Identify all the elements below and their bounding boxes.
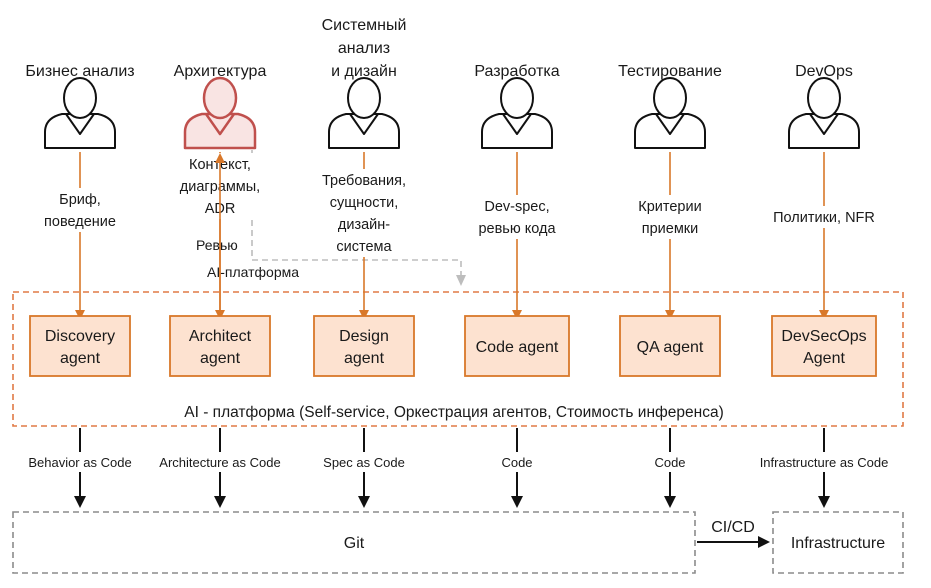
person-icon bbox=[44, 77, 116, 149]
person-icon bbox=[788, 77, 860, 149]
agent-label-line: QA agent bbox=[637, 339, 704, 356]
agent-label-line: agent bbox=[344, 350, 385, 367]
output-label: Code bbox=[501, 455, 532, 470]
agent-label: Architect agent bbox=[189, 328, 252, 367]
input-label-line: Критерии bbox=[638, 199, 701, 215]
agent-box: Design agent bbox=[313, 315, 415, 377]
input-label-line: система bbox=[336, 239, 392, 255]
role-label-line: Разработка bbox=[474, 63, 559, 80]
agent-label: Discovery agent bbox=[45, 328, 115, 367]
ai-platform-container bbox=[12, 291, 904, 427]
agent-label-line: agent bbox=[60, 350, 101, 367]
role-label-line: Архитектура bbox=[174, 63, 267, 80]
role-label-line: Системный bbox=[322, 17, 407, 34]
input-label: Бриф, поведение bbox=[44, 192, 116, 230]
output-label-bg bbox=[498, 452, 536, 472]
output-label-bg bbox=[651, 452, 689, 472]
role-label: Бизнес анализ bbox=[25, 63, 134, 80]
agent-rect bbox=[464, 315, 570, 377]
agent-label-line: Code agent bbox=[476, 339, 559, 356]
input-label: Критерии приемки bbox=[638, 199, 701, 237]
person-icon bbox=[328, 77, 400, 149]
output-label-bg bbox=[18, 452, 142, 472]
role-label: Тестирование bbox=[618, 63, 722, 80]
output-label: Spec as Code bbox=[323, 455, 405, 470]
agent-box: Discovery agent bbox=[29, 315, 131, 377]
input-label-line: Бриф, bbox=[59, 192, 101, 208]
agent-rect bbox=[771, 315, 877, 377]
person-icon bbox=[183, 76, 257, 150]
output-label-bg bbox=[740, 452, 908, 472]
agent-label-line: agent bbox=[200, 350, 241, 367]
input-label: Политики, NFR bbox=[773, 210, 875, 226]
cicd-label: CI/CD bbox=[711, 519, 755, 536]
input-label-line: дизайн- bbox=[338, 217, 390, 233]
input-label-line: приемки bbox=[642, 221, 699, 237]
agent-label-line: Agent bbox=[803, 350, 845, 367]
person-icon bbox=[481, 77, 553, 149]
output-label: Architecture as Code bbox=[159, 455, 280, 470]
role-label-line: DevOps bbox=[795, 63, 853, 80]
agent-box: Code agent bbox=[464, 315, 570, 377]
input-label-line: сущности, bbox=[330, 195, 399, 211]
ai-platform-mini-label: AI-платформа bbox=[207, 264, 299, 280]
role-label: Архитектура bbox=[174, 63, 267, 80]
git-label: Git bbox=[344, 535, 365, 552]
infrastructure-label: Infrastructure bbox=[791, 535, 885, 552]
agent-rect bbox=[313, 315, 415, 377]
person-icon bbox=[634, 77, 706, 149]
role-label-line: анализ bbox=[338, 40, 390, 57]
agent-label-line: DevSecOps bbox=[781, 328, 866, 345]
input-label: Требования, сущности, дизайн-система bbox=[322, 173, 406, 255]
output-label-bg bbox=[144, 452, 296, 472]
agent-rect bbox=[169, 315, 271, 377]
output-label: Code bbox=[654, 455, 685, 470]
review-label: Ревью bbox=[196, 237, 238, 253]
agent-label-line: Discovery bbox=[45, 328, 115, 345]
input-label-line: ревью кода bbox=[478, 221, 556, 237]
output-label: Infrastructure as Code bbox=[760, 455, 889, 470]
input-label-line: Требования, bbox=[322, 173, 406, 189]
input-label: Dev-spec, ревью кода bbox=[478, 199, 556, 237]
ai-platform-label: AI - платформа (Self-service, Оркестраци… bbox=[184, 404, 723, 421]
input-label-bg bbox=[766, 206, 882, 228]
agent-label-line: Design bbox=[339, 328, 389, 345]
infrastructure-box bbox=[772, 511, 904, 574]
agent-label-line: Architect bbox=[189, 328, 252, 345]
role-label: Разработка bbox=[474, 63, 559, 80]
agent-label: Code agent bbox=[476, 339, 559, 356]
input-label-bg bbox=[314, 169, 414, 257]
output-label: Behavior as Code bbox=[28, 455, 131, 470]
role-label: DevOps bbox=[795, 63, 853, 80]
agent-box: QA agent bbox=[619, 315, 721, 377]
agent-box: Architect agent bbox=[169, 315, 271, 377]
agent-label: Design agent bbox=[339, 328, 389, 367]
role-label: Системный анализ и дизайн bbox=[322, 17, 407, 80]
input-label-bg bbox=[39, 188, 121, 232]
agent-rect bbox=[29, 315, 131, 377]
input-label-line: Политики, NFR bbox=[773, 210, 875, 226]
agent-rect bbox=[619, 315, 721, 377]
input-label-bg bbox=[472, 195, 562, 239]
input-label-bg bbox=[633, 195, 707, 239]
role-label-line: и дизайн bbox=[331, 63, 397, 80]
role-label-line: Тестирование bbox=[618, 63, 722, 80]
agent-label: QA agent bbox=[637, 339, 704, 356]
git-box bbox=[12, 511, 696, 574]
input-label-line: поведение bbox=[44, 214, 116, 230]
output-label-bg bbox=[316, 452, 412, 472]
role-label-line: Бизнес анализ bbox=[25, 63, 134, 80]
input-label-line: Dev-spec, bbox=[484, 199, 549, 215]
